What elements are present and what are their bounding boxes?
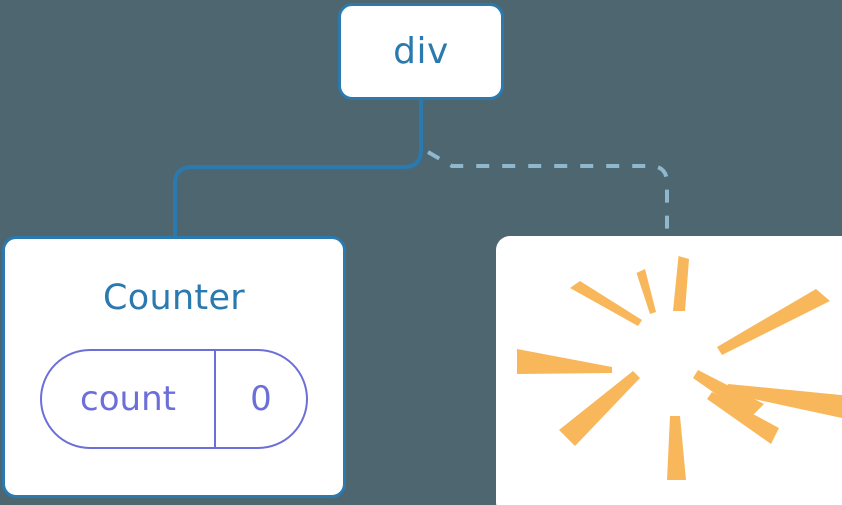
node-div[interactable]: div [338,3,504,100]
node-div-label: div [393,30,449,72]
state-key-label: count [80,379,176,419]
node-counter-label: Counter [103,278,245,318]
node-burst[interactable] [496,236,842,505]
sparkle-burst-icon [517,256,842,480]
node-counter[interactable]: Counter count 0 [2,236,346,498]
state-pill-count[interactable]: count 0 [40,349,308,449]
edge-div-to-burst [426,150,669,238]
edge-div-to-counter [173,98,423,240]
state-value-label: 0 [250,379,272,419]
state-pill-divider [214,351,216,447]
